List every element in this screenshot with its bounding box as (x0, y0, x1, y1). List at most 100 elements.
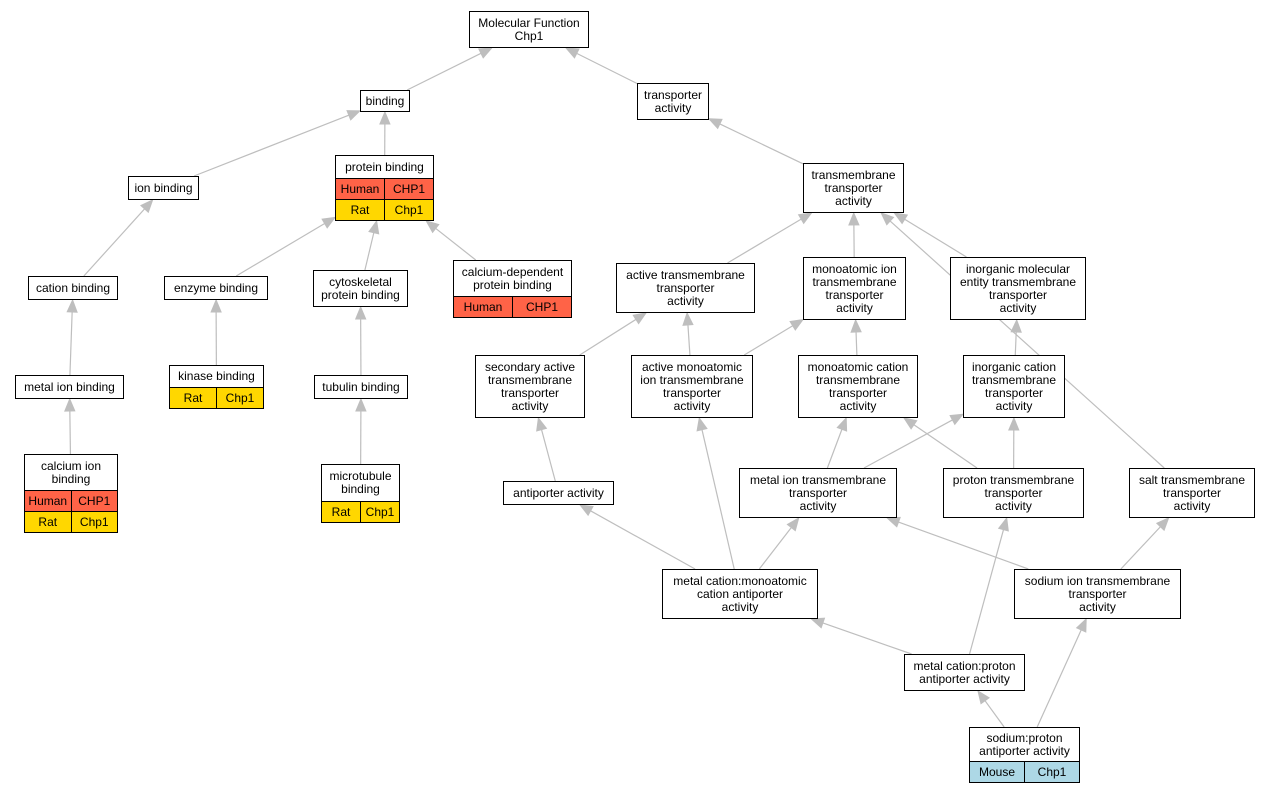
go-term-label-line: antiporter activity (513, 485, 604, 500)
edge-microtubule_binding-to-tubulin_binding (355, 397, 367, 465)
gene-cell: CHP1 (70, 491, 118, 511)
go-term-label-line: protein binding (321, 287, 400, 302)
go-term-label-line: calcium-dependent (461, 264, 564, 279)
arrowhead-icon (707, 118, 723, 130)
arrowhead-icon (810, 617, 826, 629)
arrowhead-icon (354, 305, 367, 320)
arrowhead-icon (949, 413, 965, 426)
edge-line (855, 331, 858, 356)
go-term-label-line: transporter (656, 280, 715, 295)
go-term-label-line: transporter (988, 287, 1048, 302)
go-term-label-line: tubulin binding (322, 379, 400, 394)
gene-cell: CHP1 (384, 179, 433, 199)
go-term-node-metal-ion-binding[interactable]: metal ion binding (15, 375, 124, 399)
go-term-label-line: enzyme binding (173, 280, 259, 295)
edge-line (69, 410, 72, 455)
arrowhead-icon (632, 312, 648, 325)
arrowhead-icon (850, 318, 862, 333)
go-term-label-line: antiporter activity (979, 743, 1070, 758)
go-term-label: tubulin binding (315, 376, 407, 398)
edge-line (968, 529, 1005, 655)
go-term-label-line: activity (995, 498, 1032, 513)
go-term-label-line: cytoskeletal (329, 274, 392, 289)
edge-proton_tm-to-monoatomic_cation_tm (902, 417, 978, 469)
arrowhead-icon (140, 199, 154, 214)
go-term-label-line: Chp1 (514, 28, 544, 43)
edge-proton_tm-to-inorganic_cation_tm (1008, 416, 1020, 469)
edge-line (758, 527, 792, 570)
arrowhead-icon (848, 211, 860, 226)
go-term-node-antiporter-activity[interactable]: antiporter activity (503, 481, 614, 505)
go-term-node-ion-binding[interactable]: ion binding (128, 176, 199, 200)
species-cell: Human (28, 493, 68, 508)
edge-line (435, 227, 477, 261)
edge-line (889, 220, 1165, 469)
edge-inorganic_mol_tm-to-tm_transporter (893, 212, 967, 258)
go-term-label-line: monoatomic ion (812, 261, 897, 276)
gene-cell: Chp1 (70, 512, 118, 532)
go-term-label-line: activity (995, 398, 1033, 413)
edge-metal_ion_tm-to-monoatomic_cation_tm (826, 416, 848, 469)
go-term-node-cation-binding[interactable]: cation binding (28, 276, 118, 300)
edge-active_monoatomic-to-monoatomic_ion_tm (743, 318, 805, 356)
arrowhead-icon (836, 416, 848, 432)
edge-active_tm-to-tm_transporter (727, 212, 813, 264)
go-term-label-line: activity (1173, 498, 1211, 513)
edge-monoatomic_cation_tm-to-monoatomic_ion_tm (850, 318, 862, 356)
edge-cytoskeletal_binding-to-protein_binding (364, 219, 380, 271)
go-term-node-tubulin-binding[interactable]: tubulin binding (314, 375, 408, 399)
go-term-label-line: cation binding (35, 280, 111, 295)
arrowhead-icon (578, 504, 594, 517)
go-term-label-line: inorganic cation (971, 359, 1057, 374)
edge-line (727, 218, 802, 264)
go-term-label: protein binding (336, 156, 433, 178)
edge-line (590, 510, 696, 570)
species-cell: Human (340, 181, 380, 196)
arrowhead-icon (1075, 617, 1087, 633)
arrowhead-icon (64, 397, 76, 412)
gene-cell: Chp1 (216, 388, 263, 408)
go-term-label-line: metal ion binding (24, 379, 115, 394)
go-term-label-line: activity (835, 193, 872, 208)
go-term-label-line: activity (673, 398, 711, 413)
go-term-label-line: microtubule (329, 469, 392, 483)
go-term-label-line: secondary active (484, 359, 576, 374)
species-cell: Rat (331, 504, 351, 519)
species-cell: Rat (350, 202, 370, 217)
go-term-label-line: metal cation:proton (913, 658, 1016, 673)
go-term-label-line: activity (836, 300, 873, 315)
go-term-node-binding[interactable]: binding (360, 90, 410, 112)
edge-line (904, 218, 967, 258)
go-term-node-enzyme-binding[interactable]: enzyme binding (164, 276, 268, 300)
